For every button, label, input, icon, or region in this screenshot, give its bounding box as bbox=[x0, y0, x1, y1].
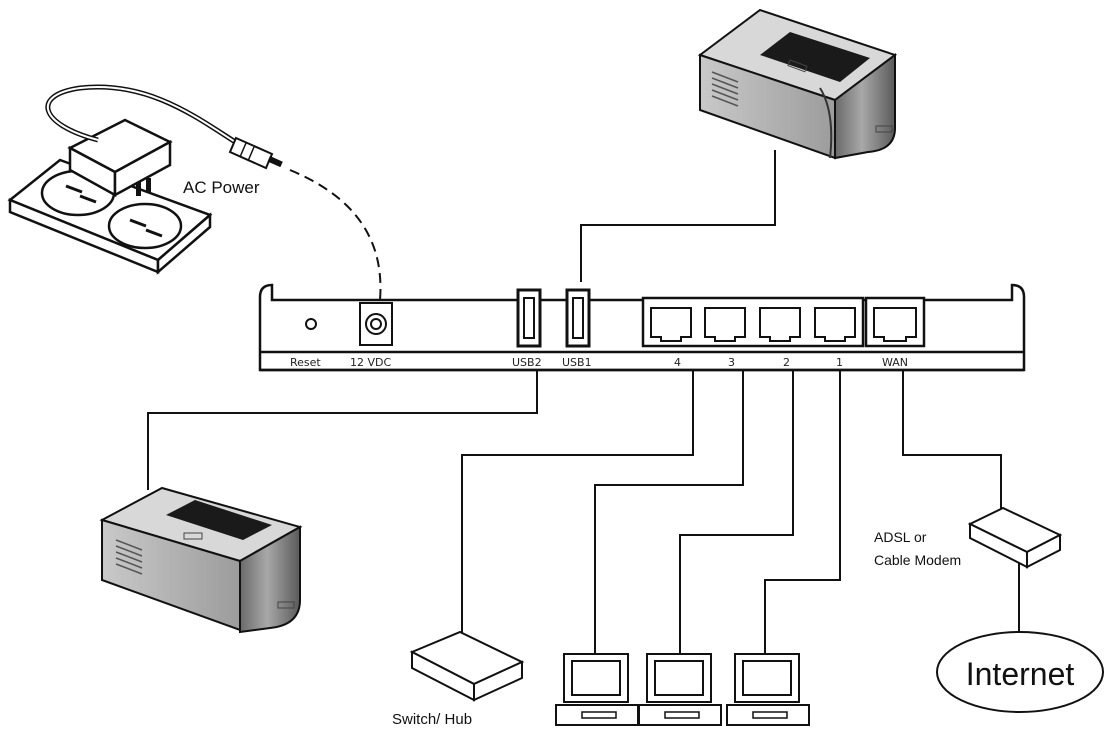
lan4-cable bbox=[461, 370, 694, 690]
ac-power-adapter bbox=[7, 84, 283, 275]
usb-device-bottom bbox=[99, 486, 303, 634]
lan1-cable bbox=[764, 370, 841, 665]
lan3-cable bbox=[594, 370, 744, 665]
reset-hole bbox=[305, 318, 317, 330]
lan2-cable bbox=[679, 370, 794, 665]
lan3-label: 3 bbox=[728, 356, 735, 369]
lan-port-4 bbox=[650, 307, 692, 342]
reset-label: Reset bbox=[290, 356, 321, 369]
modem-label-line1: ADSL or bbox=[874, 529, 927, 545]
lan-port-3 bbox=[704, 307, 746, 342]
internet-label: Internet bbox=[966, 656, 1075, 692]
modem-label: ADSL or Cable Modem bbox=[874, 529, 961, 568]
switch-hub-device bbox=[409, 630, 525, 702]
usb2-cable bbox=[147, 370, 538, 490]
lan1-label: 1 bbox=[836, 356, 843, 369]
usb-device-top bbox=[697, 8, 898, 160]
internet-cloud bbox=[936, 631, 1104, 713]
computer-2 bbox=[638, 653, 722, 726]
usb1-port bbox=[565, 288, 591, 348]
switch-hub-label: Switch/ Hub bbox=[392, 711, 472, 728]
computer-1 bbox=[555, 653, 639, 726]
modem-label-line2: Cable Modem bbox=[874, 552, 961, 568]
connection-cables bbox=[147, 150, 1020, 690]
wan-label: WAN bbox=[882, 356, 908, 369]
ac-power-label: AC Power bbox=[183, 178, 260, 197]
wan-cable bbox=[902, 370, 1002, 510]
router-rear-panel: Reset 12 VDC USB2 USB1 4 3 2 1 WAN bbox=[258, 283, 1026, 372]
usb2-port bbox=[516, 288, 542, 348]
usb1-cable bbox=[580, 150, 776, 282]
lan2-label: 2 bbox=[783, 356, 790, 369]
lan4-label: 4 bbox=[674, 356, 681, 369]
computer-3 bbox=[726, 653, 810, 726]
lan-port-1 bbox=[814, 307, 856, 342]
power-port-label: 12 VDC bbox=[350, 356, 391, 369]
adsl-cable-modem bbox=[967, 506, 1063, 569]
usb2-label: USB2 bbox=[512, 356, 542, 369]
power-cable bbox=[289, 169, 382, 301]
wan-port bbox=[873, 307, 917, 342]
lan-port-2 bbox=[759, 307, 801, 342]
usb1-label: USB1 bbox=[562, 356, 592, 369]
